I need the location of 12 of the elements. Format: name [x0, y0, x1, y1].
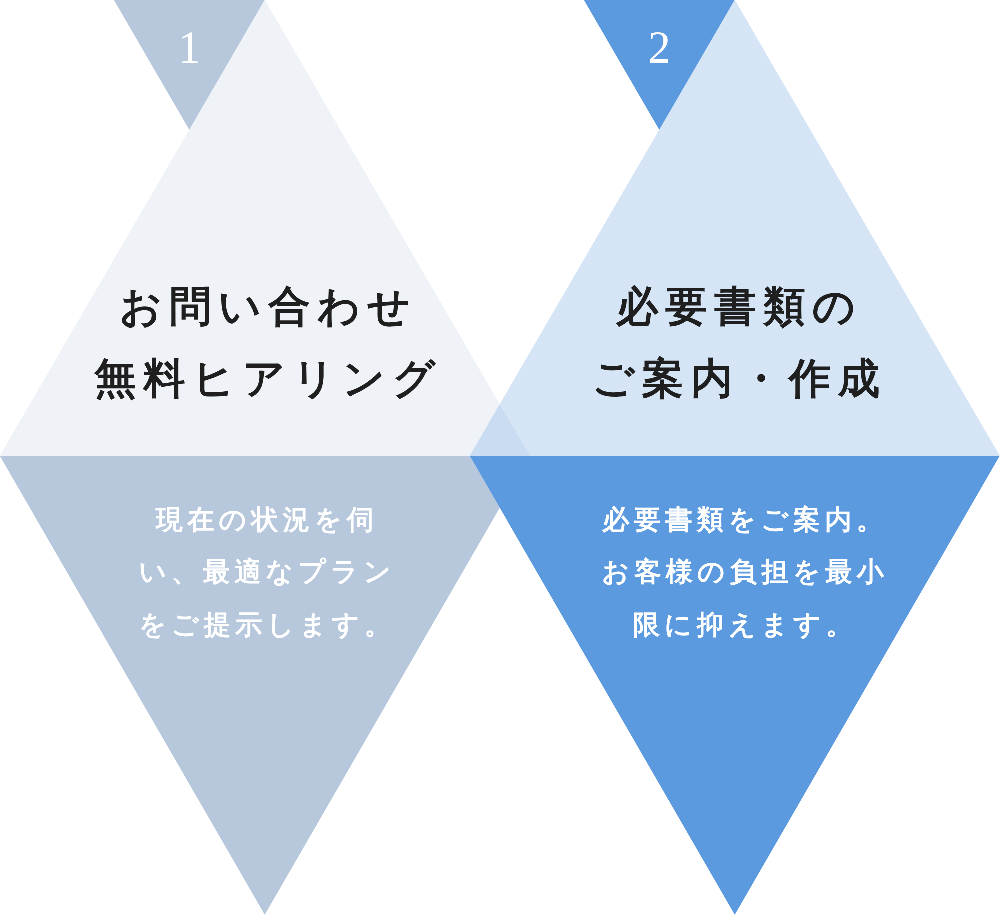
triangle [470, 0, 1000, 456]
step-description: 必要書類をご案内。お客様の負担を最小限に抑えます。 [601, 504, 888, 643]
step-title: お問い合わせ無料ヒアリング [93, 281, 442, 405]
step-title: 必要書類のご案内・作成 [591, 281, 887, 405]
triangle [584, 0, 735, 130]
step-description: 現在の状況を伺い、最適なプランをご提示します。 [138, 504, 396, 643]
triangle [0, 0, 500, 456]
triangle [470, 456, 1000, 915]
step-number: 2 [648, 25, 671, 71]
triangle [0, 456, 500, 915]
step-number: 1 [178, 25, 201, 71]
triangle [114, 0, 265, 130]
